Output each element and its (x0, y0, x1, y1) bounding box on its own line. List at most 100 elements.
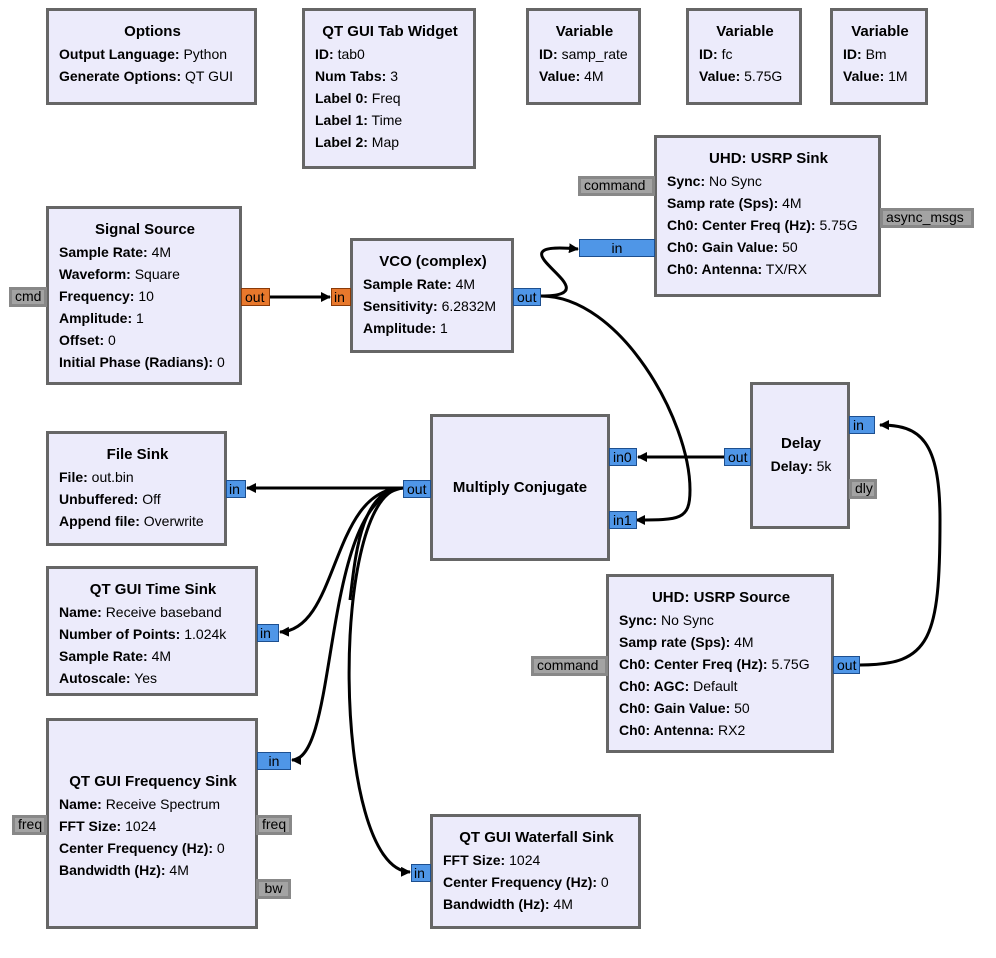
param-row: ID: tab0 (315, 46, 365, 62)
param-row: Ch0: AGC: Default (619, 678, 738, 694)
block-title: Signal Source (94, 221, 196, 238)
multiply-conjugate-block[interactable]: Multiply Conjugate (430, 414, 610, 561)
param-row: Ch0: Gain Value: 50 (619, 700, 750, 716)
param-row: Output Language: Python (59, 46, 228, 62)
qt-gui-frequency-sink-block[interactable]: QT GUI Frequency Sink Name: Receive Spec… (46, 718, 258, 929)
param-row: Waveform: Square (59, 266, 180, 282)
param-row: Label 1: Time (315, 112, 403, 128)
options-block[interactable]: Options Output Language: Python Generate… (46, 8, 257, 105)
block-title: QT GUI Time Sink (89, 581, 217, 598)
param-row: Sample Rate: 4M (363, 276, 476, 292)
param-row: Samp rate (Sps): 4M (619, 634, 754, 650)
vco-complex-block[interactable]: VCO (complex) Sample Rate: 4M Sensitivit… (350, 238, 514, 353)
param-row: Num Tabs: 3 (315, 68, 398, 84)
param-row: Autoscale: Yes (59, 670, 158, 686)
multiply-in1-port[interactable]: in1 (609, 511, 637, 529)
file-sink-block[interactable]: File Sink File: out.bin Unbuffered: Off … (46, 431, 227, 546)
param-row: Ch0: Antenna: RX2 (619, 722, 746, 738)
variable-bm-block[interactable]: Variable ID: Bm Value: 1M (830, 8, 928, 105)
freq-sink-bw-port[interactable]: bw (256, 879, 291, 899)
wire-vco-to-multiply-in1 (540, 294, 692, 525)
param-row: Ch0: Antenna: TX/RX (667, 261, 808, 277)
param-row: Frequency: 10 (59, 288, 154, 304)
param-row: Number of Points: 1.024k (59, 626, 227, 642)
block-title: QT GUI Tab Widget (322, 23, 458, 40)
delay-dly-port[interactable]: dly (849, 479, 877, 499)
freq-sink-freq-in-port[interactable]: freq (12, 815, 47, 835)
param-row: Samp rate (Sps): 4M (667, 195, 802, 211)
vco-in-port[interactable]: in (331, 288, 351, 306)
param-row: Amplitude: 1 (363, 320, 448, 336)
param-row: Append file: Overwrite (59, 513, 204, 529)
vco-out-port[interactable]: out (513, 288, 541, 306)
block-title: UHD: USRP Sink (709, 150, 828, 167)
param-row: ID: fc (699, 46, 733, 62)
param-row: Ch0: Center Freq (Hz): 5.75G (619, 656, 810, 672)
freq-sink-in-port[interactable]: in (257, 752, 291, 770)
param-row: Center Frequency (Hz): 0 (59, 840, 225, 856)
param-row: Sample Rate: 4M (59, 244, 172, 260)
block-title: File Sink (106, 446, 169, 463)
param-row: Name: Receive Spectrum (59, 796, 221, 812)
param-row: Amplitude: 1 (59, 310, 144, 326)
wire-usrp-source-to-delay (859, 420, 942, 667)
param-row: Sync: No Sync (667, 173, 762, 189)
param-row: Value: 1M (843, 68, 908, 84)
param-row: ID: Bm (843, 46, 887, 62)
param-row: FFT Size: 1024 (59, 818, 157, 834)
block-title: Variable (716, 23, 774, 40)
usrp-sink-async-msgs-port[interactable]: async_msgs (880, 208, 974, 228)
param-row: Value: 5.75G (699, 68, 783, 84)
wire-vco-to-usrp-sink (540, 243, 579, 298)
freq-sink-freq-out-port[interactable]: freq (256, 815, 292, 835)
usrp-sink-in-port[interactable]: in (579, 239, 655, 257)
time-sink-in-port[interactable]: in (257, 624, 279, 642)
param-row: Offset: 0 (59, 332, 116, 348)
param-row: Bandwidth (Hz): 4M (59, 862, 189, 878)
uhd-usrp-source-block[interactable]: UHD: USRP Source Sync: No Sync Samp rate… (606, 574, 834, 753)
delay-in-port[interactable]: in (849, 416, 875, 434)
wire-multiply-to-waterfall (347, 486, 411, 877)
delay-out-port[interactable]: out (724, 448, 751, 466)
block-title: Variable (555, 23, 614, 40)
param-row: ID: samp_rate (539, 46, 628, 62)
param-row: Label 2: Map (315, 134, 400, 150)
multiply-out-port[interactable]: out (403, 480, 431, 498)
qt-gui-waterfall-sink-block[interactable]: QT GUI Waterfall Sink FFT Size: 1024 Cen… (430, 814, 641, 929)
signal-source-cmd-port[interactable]: cmd (9, 287, 47, 307)
usrp-source-command-port[interactable]: command (531, 656, 608, 676)
param-row: Sync: No Sync (619, 612, 714, 628)
param-row: Ch0: Gain Value: 50 (667, 239, 798, 255)
signal-source-out-port[interactable]: out (241, 288, 270, 306)
param-row: Label 0: Freq (315, 90, 401, 106)
param-row: FFT Size: 1024 (443, 852, 541, 868)
qt-gui-tab-widget-block[interactable]: QT GUI Tab Widget ID: tab0 Num Tabs: 3 L… (302, 8, 476, 169)
param-row: Delay: 5k (770, 458, 832, 474)
file-sink-in-port[interactable]: in (226, 480, 246, 498)
usrp-sink-command-port[interactable]: command (578, 176, 655, 196)
param-row: Sensitivity: 6.2832M (363, 298, 497, 314)
block-title: Options (124, 23, 181, 40)
qt-gui-time-sink-block[interactable]: QT GUI Time Sink Name: Receive baseband … (46, 566, 258, 696)
waterfall-sink-in-port[interactable]: in (411, 864, 431, 882)
multiply-in0-port[interactable]: in0 (609, 448, 637, 466)
signal-source-block[interactable]: Signal Source Sample Rate: 4M Waveform: … (46, 206, 242, 385)
block-title: Variable (851, 23, 909, 40)
delay-block[interactable]: Delay Delay: 5k (750, 382, 850, 529)
param-row: Sample Rate: 4M (59, 648, 172, 664)
param-row: Initial Phase (Radians): 0 (59, 354, 225, 370)
block-title: VCO (complex) (379, 253, 487, 270)
block-title: QT GUI Waterfall Sink (459, 829, 614, 846)
param-row: Value: 4M (539, 68, 604, 84)
param-row: Bandwidth (Hz): 4M (443, 896, 573, 912)
param-row: File: out.bin (59, 469, 134, 485)
param-row: Ch0: Center Freq (Hz): 5.75G (667, 217, 858, 233)
usrp-source-out-port[interactable]: out (833, 656, 860, 674)
block-title: UHD: USRP Source (651, 589, 791, 606)
wire-multiply-to-freq-sink (291, 486, 404, 765)
uhd-usrp-sink-block[interactable]: UHD: USRP Sink Sync: No Sync Samp rate (… (654, 135, 881, 297)
variable-fc-block[interactable]: Variable ID: fc Value: 5.75G (686, 8, 802, 105)
variable-samp-rate-block[interactable]: Variable ID: samp_rate Value: 4M (526, 8, 641, 105)
